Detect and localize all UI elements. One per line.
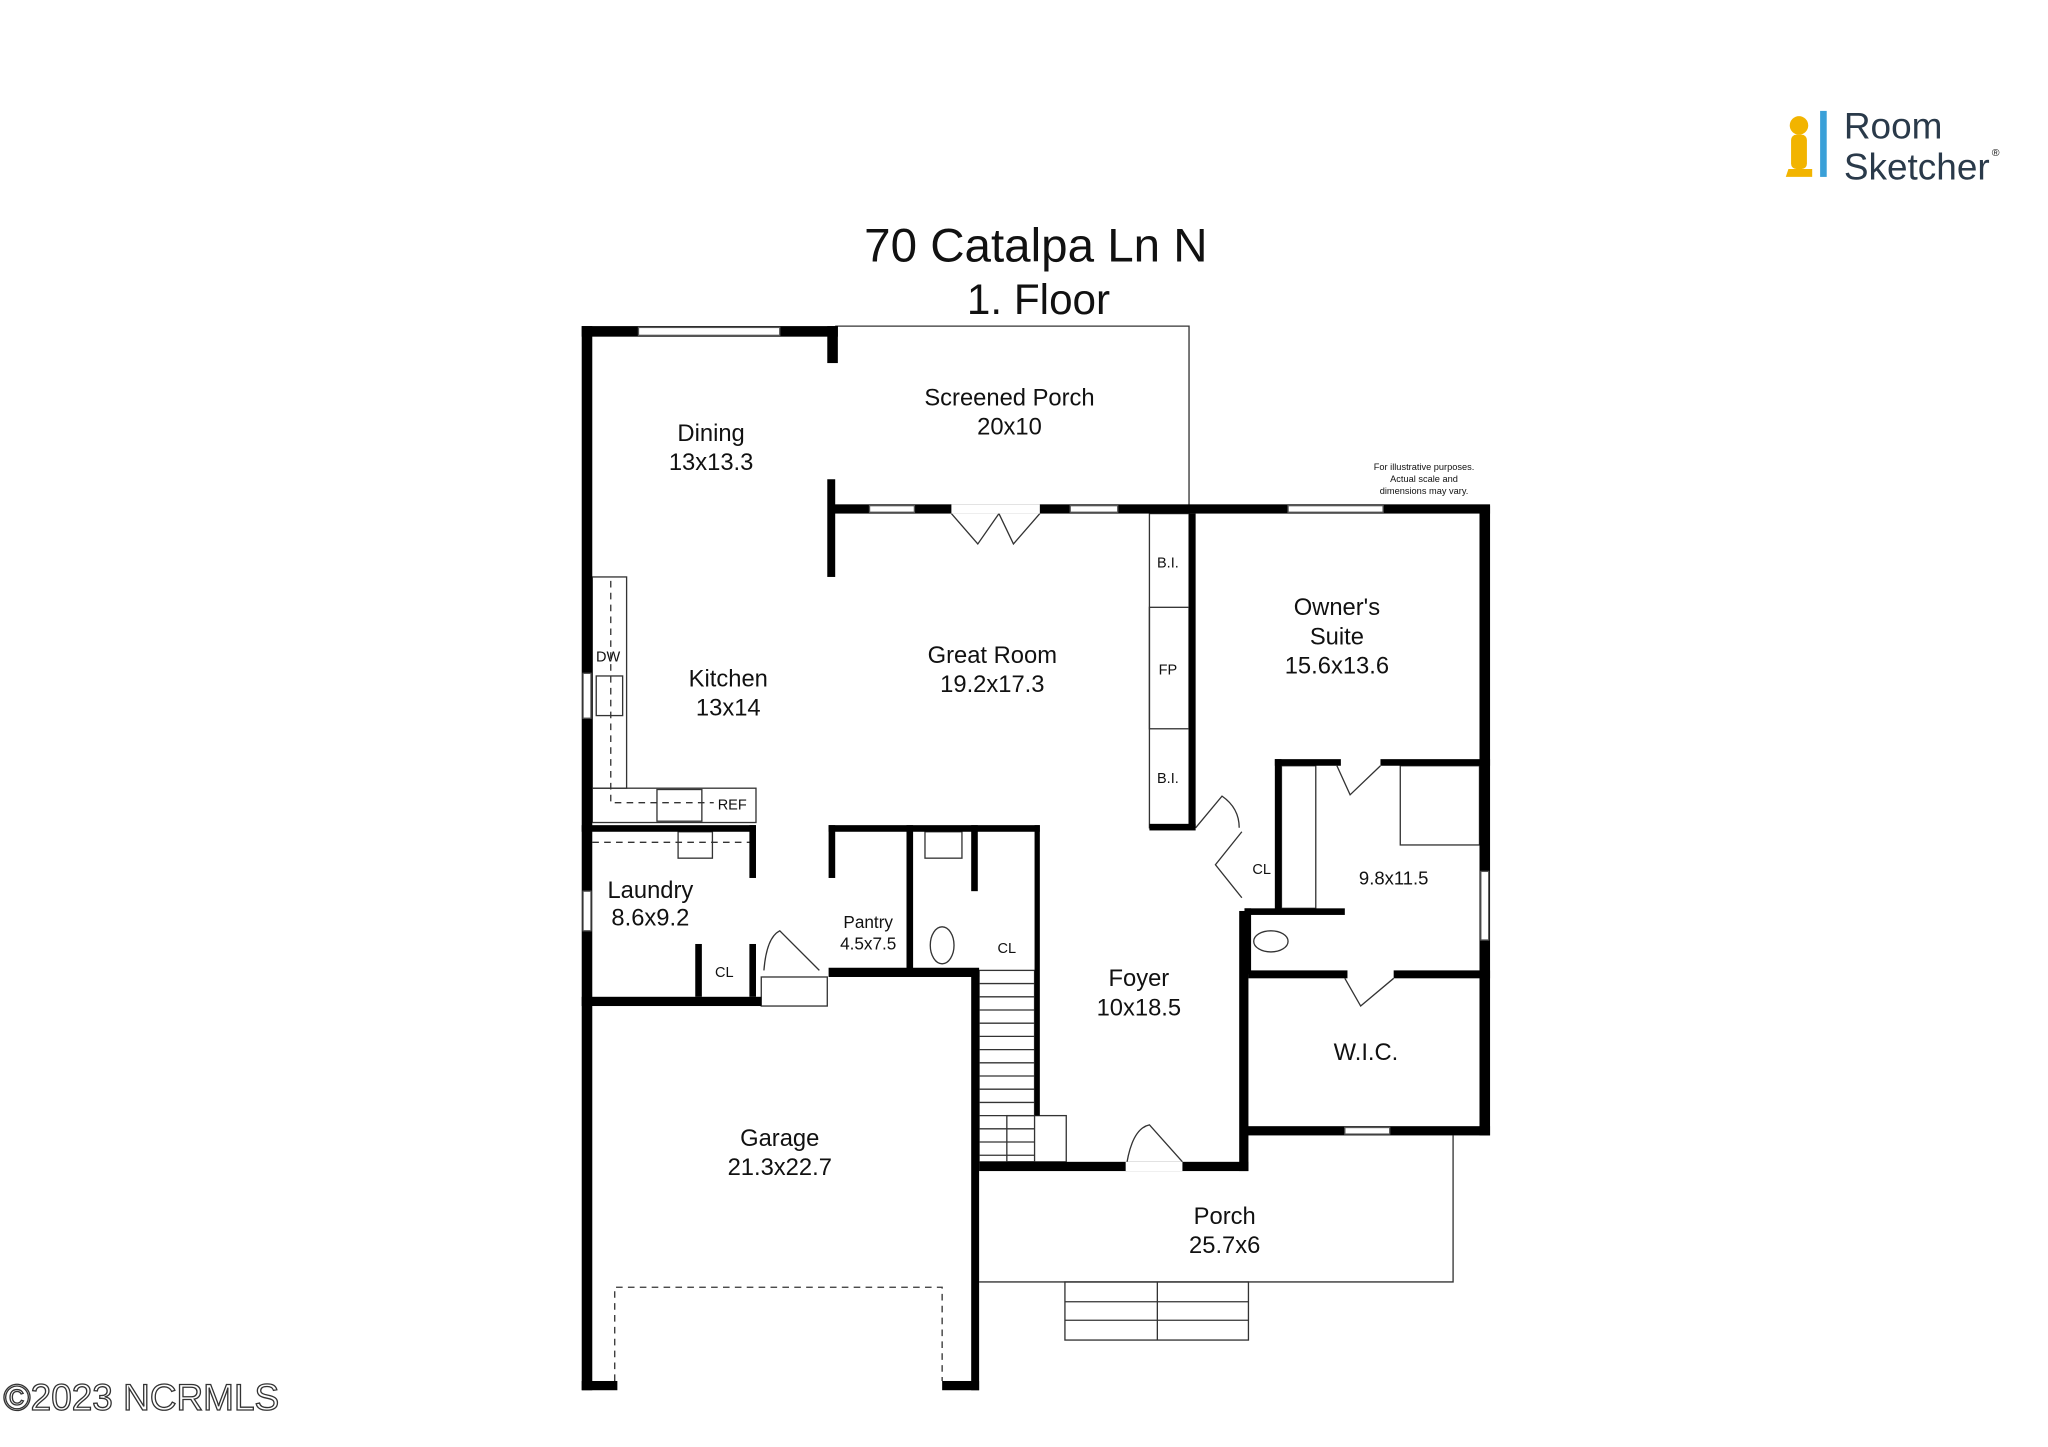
roomsketcher-logo: Room Sketcher ® <box>1785 106 2000 188</box>
room-kitchen-name: Kitchen <box>689 666 768 693</box>
room-foyer-size: 10x18.5 <box>1097 994 1182 1021</box>
room-dining-size: 13x13.3 <box>669 449 754 476</box>
room-owners-suite-name: Owner's <box>1294 594 1380 621</box>
closet-laundry: CL <box>715 965 734 981</box>
room-great-room-name: Great Room <box>928 642 1057 669</box>
disclaimer-line: For illustrative purposes. <box>1374 462 1475 472</box>
fixture-refrigerator: REF <box>718 797 747 813</box>
copyright-watermark: ©2023 NCRMLS <box>3 1377 279 1418</box>
logo-text-room: Room <box>1844 106 1943 147</box>
room-great-room-size: 19.2x17.3 <box>940 671 1044 698</box>
fixture-fireplace: FP <box>1159 663 1178 679</box>
floor-label: 1. Floor <box>967 276 1110 323</box>
walls <box>581 326 1491 1391</box>
room-garage-name: Garage <box>740 1125 819 1152</box>
room-screened-porch-size: 20x10 <box>977 413 1042 440</box>
room-owners-suite-size: 15.6x13.6 <box>1285 652 1389 679</box>
room-screened-porch-name: Screened Porch <box>924 384 1094 411</box>
plan-title: 70 Catalpa Ln N <box>864 219 1207 272</box>
thin-outlines <box>591 325 1481 1381</box>
closet-foyer: CL <box>998 941 1017 957</box>
room-pantry-size: 4.5x7.5 <box>840 933 896 953</box>
closet-suite: CL <box>1252 862 1271 878</box>
mascot-icon <box>1785 110 1827 177</box>
fixture-dishwasher: DW <box>596 649 620 665</box>
room-kitchen-size: 13x14 <box>696 695 761 722</box>
fixture-built-in-bottom: B.I. <box>1157 771 1179 787</box>
room-owners-suite-name2: Suite <box>1310 623 1364 650</box>
room-dining-name: Dining <box>677 420 744 447</box>
room-labels: Dining 13x13.3 Screened Porch 20x10 Kitc… <box>596 384 1428 1259</box>
disclaimer-line: dimensions may vary. <box>1380 486 1469 496</box>
room-wic-name: W.I.C. <box>1334 1039 1399 1066</box>
room-foyer-name: Foyer <box>1109 965 1170 992</box>
room-porch-size: 25.7x6 <box>1189 1232 1260 1259</box>
room-laundry-size: 8.6x9.2 <box>611 904 689 931</box>
room-pantry-name: Pantry <box>843 912 893 932</box>
room-bath-size: 9.8x11.5 <box>1359 868 1428 889</box>
disclaimer-line: Actual scale and <box>1390 474 1458 484</box>
logo-text-sketcher: Sketcher <box>1844 147 1990 188</box>
logo-registered: ® <box>1992 147 2000 159</box>
room-laundry-name: Laundry <box>607 877 693 904</box>
room-porch-name: Porch <box>1194 1203 1256 1230</box>
fixture-built-in-top: B.I. <box>1157 556 1179 572</box>
room-garage-size: 21.3x22.7 <box>728 1154 832 1181</box>
